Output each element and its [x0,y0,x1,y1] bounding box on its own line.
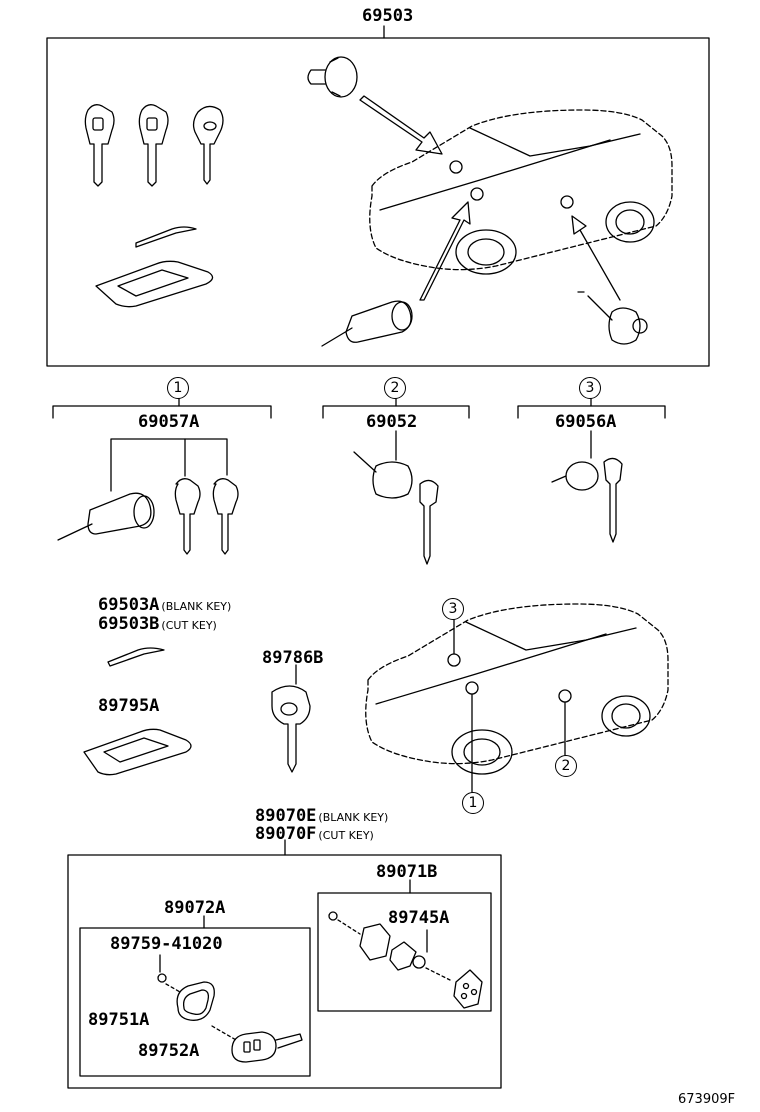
key-icon [192,105,224,185]
plate-label: 89795A [98,696,160,716]
transmitter-label: 89071B [376,862,438,882]
leader-line [211,1025,237,1041]
main-kit-frame [46,25,710,367]
cover-icon [176,981,215,1021]
transponder-key-icon [271,685,311,773]
main-kit-label: 69503 [362,6,414,26]
set2-label: 69052 [366,412,418,432]
callout-1: 1 [167,377,189,399]
key-icon [84,104,115,187]
remote-case-icon [453,969,483,1009]
leader-line [165,983,181,993]
key-blank-icon [135,226,197,248]
arrow-icon [571,215,621,301]
set3-label: 69056A [555,412,617,432]
arrow-icon [359,95,443,155]
vehicle-icon [369,109,673,275]
set-brackets [52,397,666,419]
leader-line [337,919,361,935]
set1-label: 69057A [138,412,200,432]
callout-3-lower: 3 [442,598,464,620]
key-blank-a-note: (BLANK KEY) [161,600,232,613]
diagram-id: 673909F [678,1092,736,1107]
key-icon [174,478,201,555]
transmitter-housing-label: 89072A [164,898,226,918]
battery-icon [412,929,428,969]
plate-icon [83,728,192,776]
ignition-lock-icon [321,300,413,347]
key-blank-a-part: 69503A [98,595,160,615]
gasket-icon [389,941,417,971]
key-blank-a-label: 69503A(BLANK KEY) [98,597,231,614]
key-icon [138,104,169,187]
key-blank-b-note: (CUT KEY) [161,619,217,632]
transmitter-case-icon [359,923,391,961]
callout-1-lower: 1 [462,792,484,814]
set1-leaders [110,438,228,492]
callout-3: 3 [579,377,601,399]
remote-key-e-label: 89070E(BLANK KEY) [255,808,388,825]
transponder-key-label: 89786B [262,648,324,668]
key-icon [212,478,239,555]
remote-kit-frame [67,839,502,1089]
door-lock-icon [353,451,439,565]
door-lock-icon [577,291,648,345]
cover-label: 89751A [88,1010,150,1030]
screw-label: 89759-41020 [110,934,223,954]
plate-icon [95,260,214,308]
remote-key-icon [231,1031,303,1063]
callout-2: 2 [384,377,406,399]
screw-icon [157,954,167,983]
remote-key-e-note: (BLANK KEY) [318,811,389,824]
lock-cylinder-icon [307,56,358,98]
leader-line [425,967,451,981]
vehicle-icon [365,603,669,793]
key-blank-b-label: 69503B(CUT KEY) [98,616,217,633]
key-blank-b-part: 69503B [98,614,160,634]
remote-key-f-part: 89070F [255,824,317,844]
remote-key-f-note: (CUT KEY) [318,829,374,842]
lock-cylinder-icon [57,492,155,541]
callout-2-lower: 2 [555,755,577,777]
battery-label: 89745A [388,908,450,928]
screw-icon [328,911,338,921]
arrow-icon [419,201,471,301]
key-blank-icon [107,647,165,667]
lock-cylinder-icon [551,457,623,543]
key-plate-label: 89752A [138,1041,200,1061]
remote-key-e-part: 89070E [255,806,317,826]
remote-key-f-label: 89070F(CUT KEY) [255,826,374,843]
